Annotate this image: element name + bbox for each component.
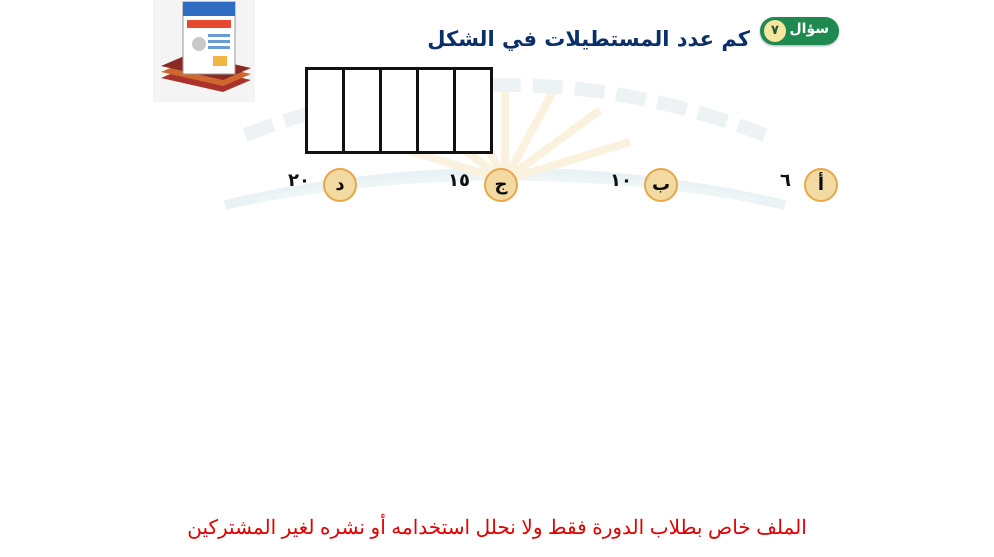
choice-a-value: ٦ [780, 170, 791, 191]
rectangles-figure [305, 67, 493, 154]
choice-c-value: ١٥ [448, 170, 470, 191]
choice-c-letter: ج [484, 168, 518, 202]
choice-c[interactable]: ج ١٥ [448, 168, 520, 202]
choice-b[interactable]: ب ١٠ [610, 168, 680, 202]
watermark-arc-text [242, 78, 768, 142]
question-badge: ٧ سؤال [760, 17, 839, 45]
footer-disclaimer: الملف خاص بطلاب الدورة فقط ولا نحلل استخ… [187, 517, 807, 539]
choice-b-letter: ب [644, 168, 678, 202]
question-number: ٧ [764, 20, 786, 42]
question-text: كم عدد المستطيلات في الشكل [427, 27, 750, 51]
choice-d-value: ٢٠ [288, 170, 310, 191]
question-badge-label: سؤال [789, 21, 830, 37]
choice-b-value: ١٠ [610, 170, 632, 191]
choice-d[interactable]: د ٢٠ [288, 168, 360, 202]
figure-outer-rectangle [305, 67, 493, 154]
choice-a-letter: أ [804, 168, 838, 202]
book-cover-thumbnail [153, 0, 255, 102]
choice-d-letter: د [323, 168, 357, 202]
choice-a[interactable]: أ ٦ [780, 168, 840, 202]
